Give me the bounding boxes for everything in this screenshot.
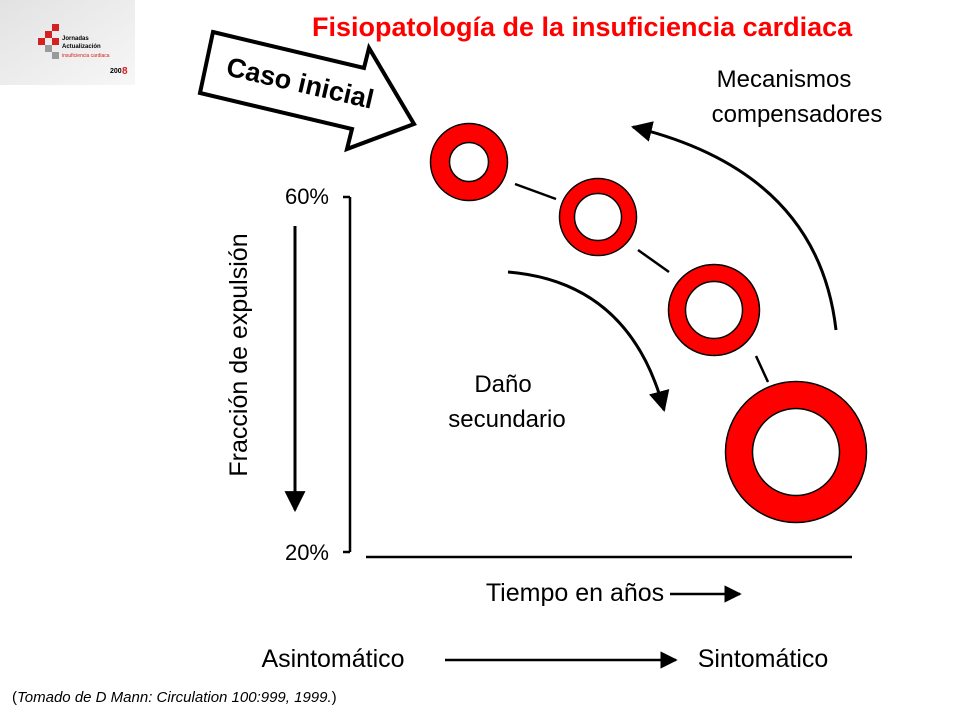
compensatory-label-line2: compensadores xyxy=(712,101,883,128)
symptomatic-label: Sintomático xyxy=(698,645,829,673)
ring-3 xyxy=(669,265,759,355)
asymptomatic-label: Asintomático xyxy=(261,645,404,673)
ring-4 xyxy=(726,382,866,522)
ring-1 xyxy=(431,124,507,200)
logo-graphic: Jornadas Actualización insuficiencia car… xyxy=(0,0,135,85)
logo-year-a: 200 xyxy=(110,68,122,75)
citation: (Tomado de D Mann: Circulation 100:999, … xyxy=(12,688,337,708)
logo-line2: Actualización xyxy=(62,44,101,50)
ventricle-rings xyxy=(429,122,868,524)
secondary-damage-line2: secundario xyxy=(448,406,565,433)
logo-line3: insuficiencia cardiaca xyxy=(62,53,110,59)
logo-squares xyxy=(38,24,59,59)
compensatory-arrow xyxy=(630,121,838,331)
secondary-damage-line1: Daño xyxy=(474,371,531,398)
logo-line1: Jornadas xyxy=(62,36,89,42)
ring-connectors xyxy=(514,182,770,383)
logo-background xyxy=(0,0,135,85)
y-axis xyxy=(343,195,352,554)
ring-2 xyxy=(560,179,636,255)
secondary-damage-arrow xyxy=(507,270,670,413)
y-axis-label: Fracción de expulsión xyxy=(225,233,253,476)
logo-year-b: 8 xyxy=(122,66,128,77)
page-title: Fisiopatología de la insuficiencia cardi… xyxy=(312,12,853,42)
citation-open: ( xyxy=(12,689,17,706)
initial-case-arrow: Caso inicial xyxy=(197,29,417,153)
citation-text: Tomado de D Mann: Circulation 100:999, 1… xyxy=(17,689,332,706)
citation-close: ) xyxy=(331,689,337,706)
conference-logo: Jornadas Actualización insuficiencia car… xyxy=(0,0,135,85)
compensatory-label-line1: Mecanismos xyxy=(717,66,852,93)
y-tick-60: 60% xyxy=(285,184,329,209)
x-axis-label: Tiempo en años xyxy=(486,579,664,607)
y-tick-20: 20% xyxy=(285,540,329,565)
